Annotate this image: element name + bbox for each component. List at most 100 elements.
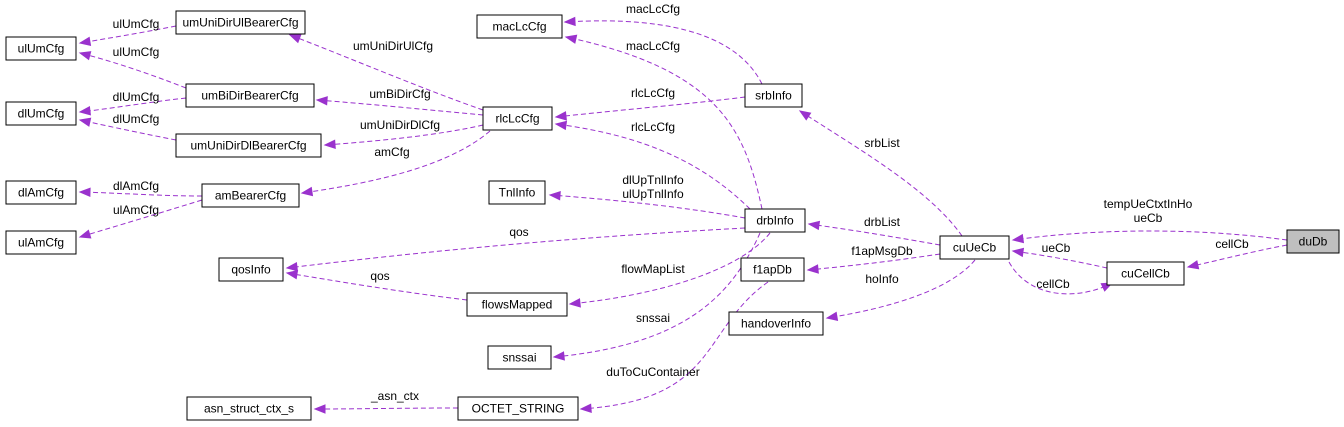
node-rlcLcCfg[interactable]: rlcLcCfg: [482, 106, 553, 131]
node-box: [728, 311, 824, 336]
node-label: f1apDb: [753, 263, 792, 277]
node-label: cuCellCb: [1121, 267, 1170, 281]
edge-label: umBiDirCfg: [369, 87, 430, 101]
node-octetString[interactable]: OCTET_STRING: [457, 396, 579, 421]
node-label: umBiDirBearerCfg: [201, 89, 298, 103]
edge-label: cellCb: [1036, 277, 1070, 291]
node-box: [476, 14, 563, 39]
edge-line: [580, 281, 769, 410]
edge-line: [79, 52, 187, 89]
edge-line: [555, 96, 746, 118]
edge-label: umUniDirDlCfg: [360, 118, 440, 132]
node-ulUmCfg[interactable]: ulUmCfg: [5, 36, 77, 61]
node-box: [1286, 229, 1340, 254]
node-drbInfo[interactable]: drbInfo: [744, 208, 806, 233]
node-label: amBearerCfg: [215, 189, 286, 203]
arrowhead: [300, 186, 314, 197]
edge-label: hoInfo: [865, 272, 899, 286]
node-box: [218, 257, 284, 282]
edge-label: rlcLcCfg: [631, 120, 675, 134]
node-cuUeCb[interactable]: cuUeCb: [939, 235, 1010, 260]
arrowhead: [554, 120, 568, 131]
arrowhead: [78, 117, 92, 127]
edge-qos-drb: qos: [285, 225, 746, 272]
edge-label: drbList: [864, 215, 901, 229]
edge-label: cellCb: [1215, 237, 1249, 251]
node-label: handoverInfo: [741, 317, 811, 331]
node-srbInfo[interactable]: srbInfo: [744, 83, 803, 108]
node-label: qosInfo: [231, 263, 271, 277]
node-cuCellCb[interactable]: cuCellCb: [1106, 261, 1185, 286]
edge-label: macLcCfg: [626, 39, 680, 53]
edge-srb-cuUe: srbList: [798, 110, 963, 237]
edge-line: [286, 227, 746, 269]
edge-octet-f1ap: duToCuContainer: [579, 281, 769, 413]
node-flowsMapped[interactable]: flowsMapped: [466, 292, 568, 317]
edge-line: [1012, 230, 1288, 241]
node-snssai[interactable]: snssai: [487, 345, 552, 370]
edge-line: [565, 36, 763, 210]
node-ulAmCfg[interactable]: ulAmCfg: [5, 230, 77, 255]
edge-label: ueCb: [1134, 211, 1163, 225]
node-box: [5, 180, 77, 205]
node-label: snssai: [502, 351, 536, 365]
edge-line: [553, 232, 761, 358]
node-umBiDirBearerCfg[interactable]: umBiDirBearerCfg: [185, 83, 315, 108]
edge-line: [1012, 250, 1108, 269]
node-dlUmCfg[interactable]: dlUmCfg: [5, 101, 77, 126]
edge-line: [289, 34, 484, 111]
arrowhead: [564, 34, 578, 44]
arrowhead: [78, 51, 92, 61]
node-handoverInfo[interactable]: handoverInfo: [728, 311, 824, 336]
edge-macLc-drb: macLcCfg: [564, 34, 763, 210]
arrowhead: [78, 187, 91, 198]
edge-label: _asn_ctx: [370, 389, 419, 403]
edge-label: dlUmCfg: [113, 90, 160, 104]
edge-line: [286, 272, 468, 301]
node-duDb[interactable]: duDb: [1286, 229, 1340, 254]
edge-flows-drb: flowMapList: [568, 232, 771, 308]
edge-line: [301, 130, 491, 194]
node-box: [5, 36, 77, 61]
node-label: umUniDirUlBearerCfg: [182, 16, 298, 30]
edge-qos-flows: qos: [285, 269, 468, 301]
node-asnStructCtx[interactable]: asn_struct_ctx_s: [186, 396, 312, 421]
node-box: [5, 230, 77, 255]
node-label: duDb: [1299, 235, 1328, 249]
node-box: [5, 101, 77, 126]
node-box: [1106, 261, 1185, 286]
node-amBearerCfg[interactable]: amBearerCfg: [201, 183, 300, 208]
node-umUniDirDlBearerCfg[interactable]: umUniDirDlBearerCfg: [175, 133, 322, 158]
edge-macLc-srb: macLcCfg: [563, 2, 763, 85]
arrowhead: [806, 264, 819, 274]
edge-line: [324, 124, 484, 146]
edge-rlcLc-srb: rlcLcCfg: [554, 86, 746, 121]
arrowhead: [798, 110, 812, 121]
edge-line: [569, 232, 771, 305]
edge-f1ap-cuUe: f1apMsgDb: [806, 244, 941, 274]
node-macLcCfg[interactable]: macLcCfg: [476, 14, 563, 39]
node-umUniDirUlBearerCfg[interactable]: umUniDirUlBearerCfg: [175, 10, 306, 35]
edge-label: rlcLcCfg: [631, 86, 675, 100]
node-box: [175, 10, 306, 35]
edge-label: qos: [509, 225, 528, 239]
node-tnlInfo[interactable]: TnlInfo: [488, 180, 546, 205]
edge-label: amCfg: [374, 145, 409, 159]
edge-label: srbList: [864, 136, 900, 150]
arrowhead: [78, 106, 91, 116]
node-box: [186, 396, 312, 421]
edge-ulUmCfg-umUniDirUl: ulUmCfg: [78, 17, 177, 46]
edge-label: ulUmCfg: [113, 17, 160, 31]
node-f1apDb[interactable]: f1apDb: [740, 257, 805, 282]
node-box: [466, 292, 568, 317]
node-qosInfo[interactable]: qosInfo: [218, 257, 284, 282]
edge-umUniDirDl-rlc: umUniDirDlCfg: [323, 118, 484, 149]
edge-line: [79, 191, 203, 197]
edge-line: [826, 259, 976, 319]
edge-line: [564, 20, 763, 85]
node-dlAmCfg[interactable]: dlAmCfg: [5, 180, 77, 205]
edge-label: qos: [370, 269, 389, 283]
node-label: TnlInfo: [499, 186, 536, 200]
